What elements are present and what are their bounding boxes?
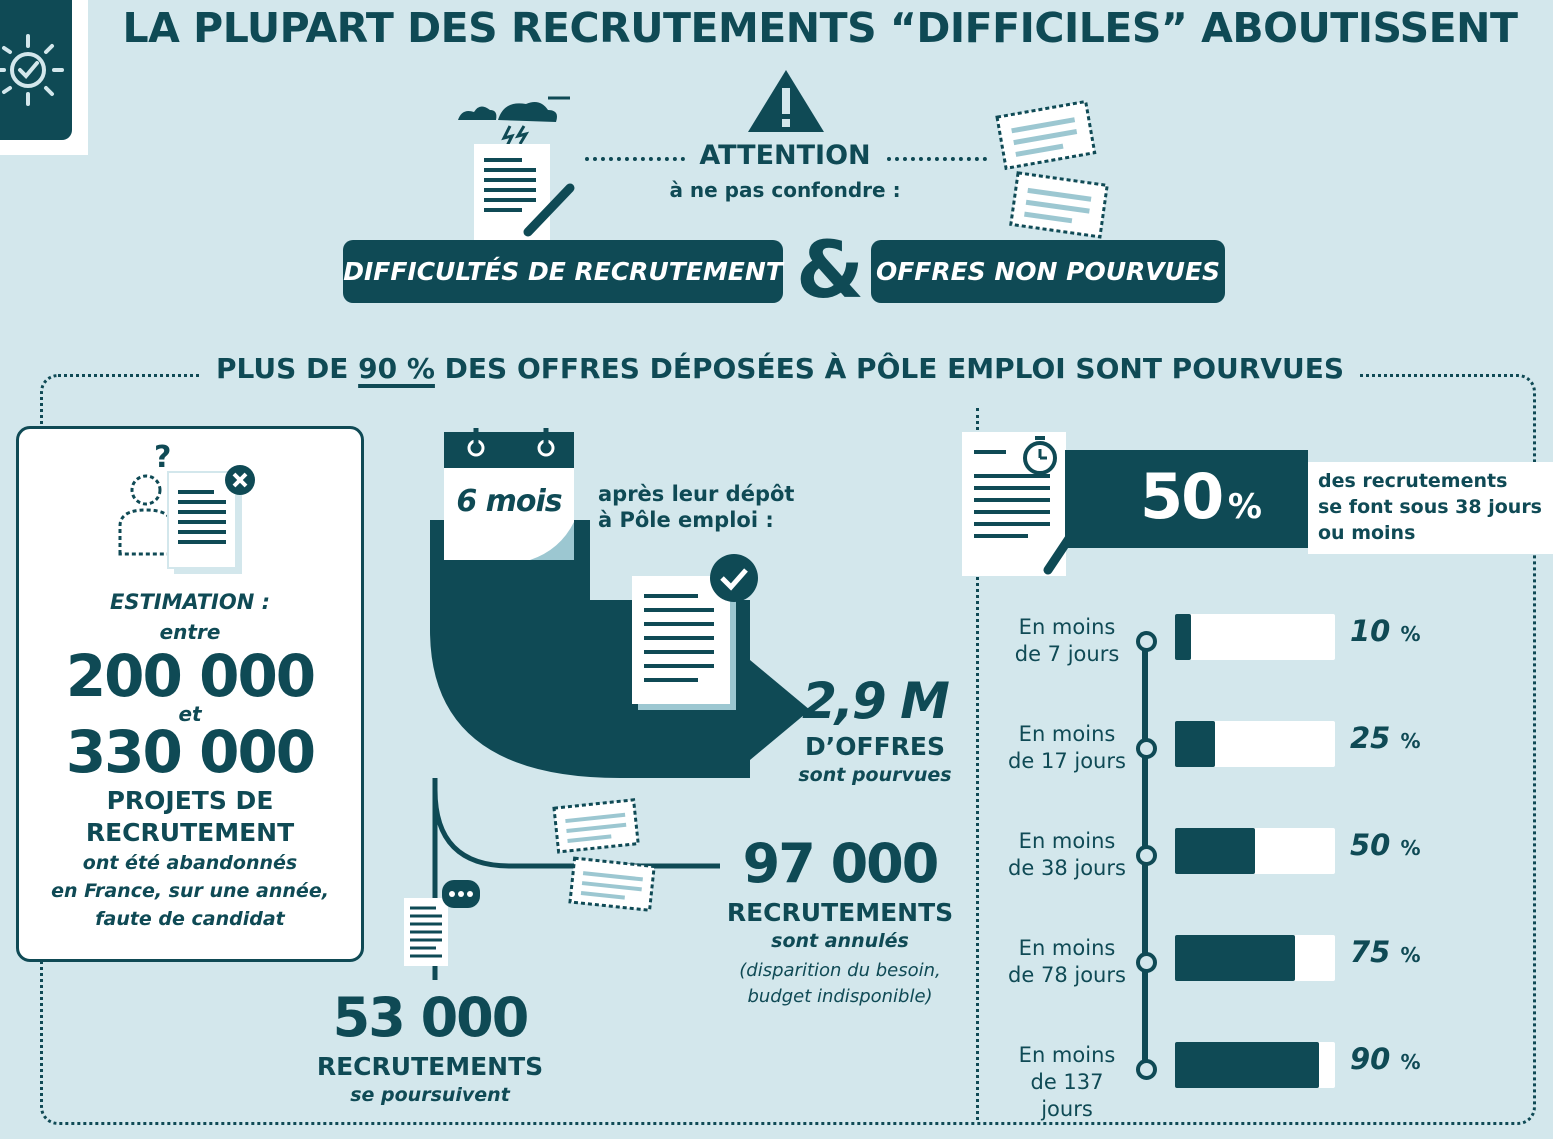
delay-label-line2: de 17 jours — [1008, 749, 1126, 773]
delay-percent-unit: % — [1400, 729, 1421, 753]
delay-percent: 75 % — [1350, 935, 1421, 969]
delay-percent: 50 % — [1350, 828, 1421, 862]
estimation-line2: RECRUTEMENT — [85, 818, 295, 847]
question-mark: ? — [154, 440, 172, 475]
delay-bar-fill — [1175, 828, 1255, 874]
timeline-dot — [1136, 952, 1157, 973]
filled-label: D’OFFRES — [805, 732, 945, 761]
abandoned-project-icon — [118, 465, 255, 574]
estimation-desc1: ont été abandonnés — [82, 852, 298, 874]
delay-percent: 10 % — [1350, 614, 1421, 648]
headline-value: 50 % — [1140, 460, 1262, 533]
timeline-dot — [1136, 631, 1157, 652]
delay-bar-fill — [1175, 935, 1295, 981]
column-divider — [976, 408, 979, 1120]
estimation-desc3: faute de candidat — [95, 908, 285, 930]
cancelled-desc: sont annulés — [771, 930, 909, 952]
unfilled-offers-pill: OFFRES NON POURVUES — [871, 240, 1225, 303]
estimation-line1: PROJETS DE — [106, 786, 274, 815]
headline-desc2: se font sous 38 jours — [1318, 496, 1542, 518]
headline-desc-box — [1308, 462, 1553, 554]
attention-title: ATTENTION — [699, 140, 871, 171]
after-deposit-line1: après leur dépôt — [598, 482, 795, 506]
flow-diagram — [404, 428, 810, 980]
ampersand: & — [795, 226, 865, 316]
delay-percent-value: 25 — [1350, 721, 1391, 755]
delay-percent-unit: % — [1400, 622, 1421, 646]
headline-box — [1065, 450, 1308, 548]
headline-desc1: des recrutements — [1318, 470, 1508, 492]
after-deposit-line2: à Pôle emploi : — [598, 508, 774, 532]
delay-label-line1: En moins — [1018, 722, 1116, 746]
delay-label-line1: En moins — [1018, 936, 1116, 960]
delay-percent-unit: % — [1400, 943, 1421, 967]
delay-label-line1: En moins — [1018, 1043, 1116, 1067]
estimation-and: et — [178, 702, 202, 726]
ongoing-value: 53 000 — [332, 986, 530, 1049]
difficulties-pill: DIFFICULTÉS DE RECRUTEMENT — [343, 240, 783, 303]
delay-percent-unit: % — [1400, 1050, 1421, 1074]
delay-percent: 90 % — [1350, 1042, 1421, 1076]
ongoing-label: RECRUTEMENTS — [316, 1052, 544, 1081]
delay-bar-fill — [1175, 614, 1191, 660]
estimation-desc2: en France, sur une année, — [51, 880, 329, 902]
estimation-label: ESTIMATION : — [109, 590, 271, 614]
cancelled-note1: (disparition du besoin, — [739, 960, 941, 981]
filled-desc: sont pourvues — [798, 764, 952, 786]
delay-percent-value: 75 — [1350, 935, 1391, 969]
delay-percent-unit: % — [1400, 836, 1421, 860]
calendar-label: 6 mois — [456, 484, 562, 519]
attention-subtitle: à ne pas confondre : — [669, 178, 901, 202]
delay-percent-value: 10 — [1350, 614, 1391, 648]
page-title: LA PLUPART DES RECRUTEMENTS “DIFFICILES”… — [122, 4, 1518, 52]
sun-check-icon — [0, 34, 64, 106]
delay-bar-track — [1175, 828, 1335, 874]
delay-label-line2: de 78 jours — [1008, 963, 1126, 987]
timeline-dot — [1136, 738, 1157, 759]
delay-bar-fill — [1175, 1042, 1319, 1088]
delay-label-line2: de 137 jours — [1030, 1070, 1104, 1121]
delay-bar-fill — [1175, 721, 1215, 767]
filled-value: 2,9 M — [802, 672, 950, 730]
cancelled-note2: budget indisponible) — [747, 986, 933, 1007]
delay-percent-value: 50 — [1350, 828, 1391, 862]
section-title-before: PLUS DE — [216, 352, 359, 385]
cancelled-label: RECRUTEMENTS — [726, 898, 954, 927]
storm-clouds-icon — [458, 96, 570, 149]
attention-line-left — [585, 157, 685, 161]
headline-number: 50 — [1140, 460, 1224, 533]
headline-unit: % — [1227, 487, 1262, 527]
section-title-after: DES OFFRES DÉPOSÉES À PÔLE EMPLOI SONT P… — [434, 352, 1344, 385]
delay-bar-track — [1175, 721, 1335, 767]
delay-bar-track — [1175, 935, 1335, 981]
estimation-between: entre — [159, 620, 221, 644]
warning-icon — [748, 70, 824, 132]
delay-bar-track — [1175, 1042, 1335, 1088]
estimation-high: 330 000 — [65, 718, 316, 786]
document-pen-icon — [474, 144, 575, 242]
timeline-dot — [1136, 1059, 1157, 1080]
delay-percent: 25 % — [1350, 721, 1421, 755]
ongoing-desc: se poursuivent — [350, 1084, 510, 1106]
delay-label-line1: En moins — [1018, 615, 1116, 639]
delay-label-line2: de 7 jours — [1014, 642, 1120, 666]
timeline-dot — [1136, 845, 1157, 866]
unfilled-offers-icon — [995, 99, 1109, 239]
delay-bar-track — [1175, 614, 1335, 660]
cancelled-value: 97 000 — [742, 832, 940, 895]
section-title: PLUS DE 90 % DES OFFRES DÉPOSÉES À PÔLE … — [200, 352, 1360, 385]
attention-line-right — [887, 157, 987, 161]
headline-desc3: ou moins — [1318, 522, 1416, 544]
delay-label-line1: En moins — [1018, 829, 1116, 853]
delay-label-line2: de 38 jours — [1008, 856, 1126, 880]
estimation-low: 200 000 — [65, 642, 316, 710]
section-title-highlight: 90 % — [358, 352, 435, 385]
badge — [0, 0, 72, 140]
delay-percent-value: 90 — [1350, 1042, 1391, 1076]
